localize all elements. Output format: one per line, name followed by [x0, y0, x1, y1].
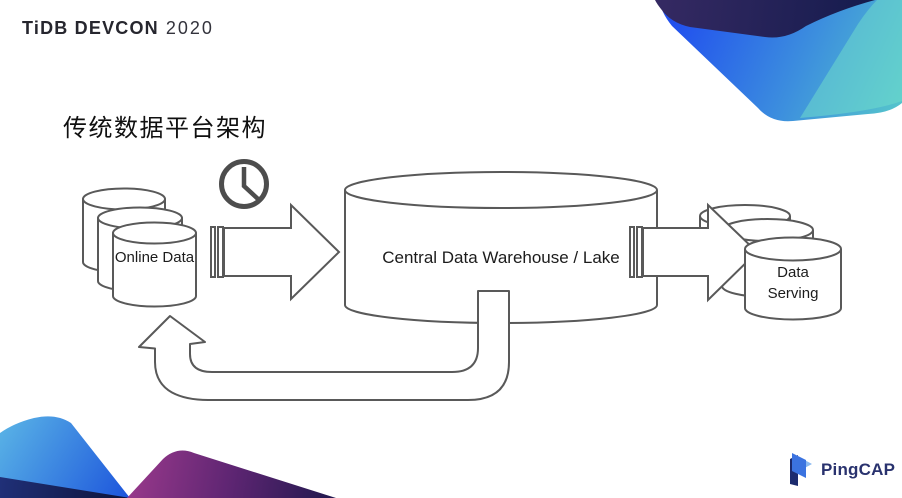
- clock-icon: [219, 159, 269, 209]
- architecture-diagram: [82, 159, 842, 401]
- pingcap-logo: PingCAP: [790, 453, 895, 486]
- feedback-loop-arrow-icon: [138, 290, 510, 401]
- online-data-cylinders: [82, 187, 197, 308]
- decor-navy-corner: [0, 477, 130, 498]
- database-cylinder-icon: [744, 236, 842, 321]
- decor-teal-shape: [800, 0, 902, 118]
- database-cylinder-icon: [112, 221, 197, 308]
- brand-event-name: TiDB DEVCON: [22, 18, 159, 38]
- online-data-label: Online Data: [114, 249, 195, 266]
- decor-blue-mountain: [0, 416, 130, 498]
- warehouse-label: Central Data Warehouse / Lake: [382, 248, 620, 267]
- pingcap-logo-mark-icon: [790, 453, 812, 486]
- top-right-decor: [655, 0, 902, 122]
- flow-arrow-right-icon: [210, 202, 341, 302]
- decor-dark-shape: [655, 0, 875, 38]
- header-brand: TiDB DEVCON 2020: [22, 18, 214, 39]
- brand-event-year: 2020: [165, 18, 214, 38]
- data-serving-label: Data Serving: [767, 264, 819, 302]
- pingcap-logo-text: PingCAP: [821, 459, 896, 479]
- bottom-left-decor: [0, 416, 336, 498]
- slide-title: 传统数据平台架构: [63, 115, 267, 142]
- flow-arrow-right-icon: [629, 202, 759, 303]
- decor-purple-mountain: [127, 450, 336, 498]
